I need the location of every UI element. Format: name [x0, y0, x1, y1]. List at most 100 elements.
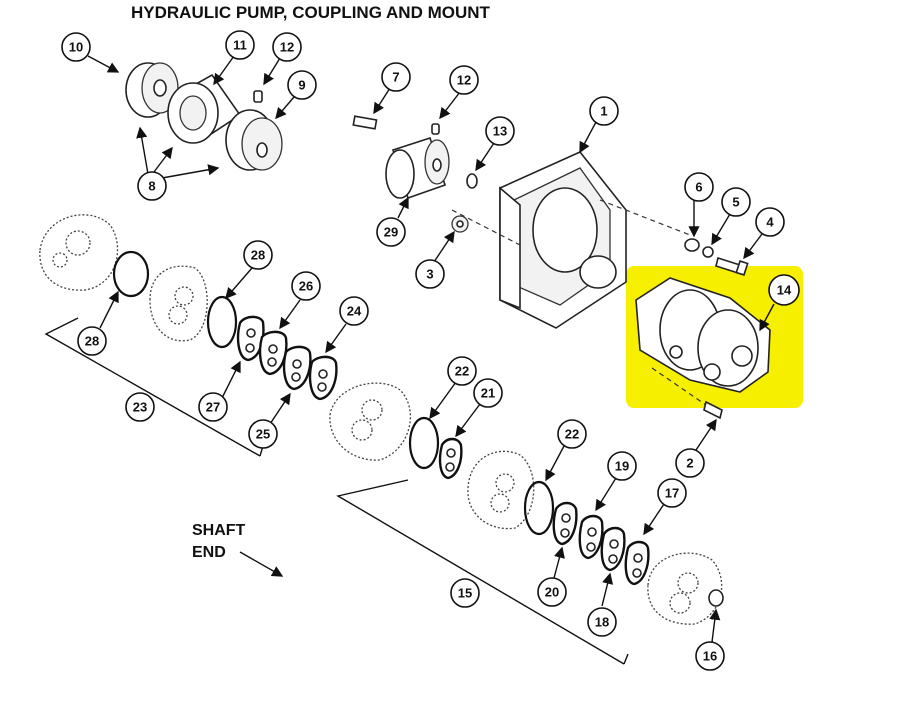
callout-20-label: 20	[545, 585, 559, 600]
callout-28a: 28	[77, 326, 107, 356]
callout-12b-label: 12	[457, 73, 471, 88]
callout-17-label: 17	[665, 486, 679, 501]
plate-21	[438, 437, 463, 480]
callout-22a: 22	[447, 356, 477, 386]
shaft-label-line2: END	[192, 544, 226, 561]
callout-19-label: 19	[615, 459, 629, 474]
pump-section-15	[329, 382, 724, 625]
callout-29: 29	[376, 217, 406, 247]
pump-section-23	[39, 214, 338, 401]
callout-26: 26	[291, 271, 321, 301]
callout-25: 25	[248, 419, 278, 449]
bolt-4	[715, 256, 749, 276]
set-screw-12a	[253, 90, 263, 103]
callout-10: 10	[61, 32, 91, 62]
insert-13	[466, 173, 478, 189]
set-screw-12b	[431, 123, 440, 135]
coupling-hub-9	[225, 109, 283, 171]
callout-5: 5	[721, 187, 751, 217]
callout-28b: 28	[243, 240, 273, 270]
callout-26-label: 26	[299, 279, 313, 294]
washer-6	[684, 238, 700, 252]
o-ring-22a	[408, 416, 440, 470]
page-title: HYDRAULIC PUMP, COUPLING AND MOUNT	[131, 3, 490, 22]
callout-16-label: 16	[703, 649, 717, 664]
callout-1-label: 1	[600, 104, 607, 119]
alignment-line-1	[451, 209, 521, 246]
o-ring-28b	[206, 295, 238, 349]
alignment-line-2	[599, 199, 691, 236]
leader-lines	[87, 55, 775, 643]
callout-9: 9	[287, 70, 317, 100]
callout-27: 27	[198, 392, 228, 422]
callout-13: 13	[485, 116, 515, 146]
callout-8: 8	[137, 171, 167, 201]
callout-7-label: 7	[392, 70, 399, 85]
callout-14-label: 14	[777, 283, 792, 298]
callout-27-label: 27	[206, 400, 220, 415]
plate-20	[552, 501, 578, 546]
callout-22a-label: 22	[455, 364, 469, 379]
callout-24-label: 24	[347, 304, 362, 319]
gasket-19	[578, 514, 604, 560]
callout-4-label: 4	[766, 215, 774, 230]
callout-15: 15	[450, 578, 480, 608]
callout-3: 3	[415, 259, 445, 289]
callout-9-label: 9	[298, 78, 305, 93]
callout-12a: 12	[272, 32, 302, 62]
callout-15-label: 15	[458, 586, 472, 601]
callout-22b: 22	[557, 419, 587, 449]
callout-8-label: 8	[148, 179, 155, 194]
callout-25-label: 25	[256, 427, 270, 442]
callout-16: 16	[695, 641, 725, 671]
callout-12a-label: 12	[280, 40, 294, 55]
shaft-end-arrow	[239, 551, 284, 577]
callout-17: 17	[657, 478, 687, 508]
callout-23: 23	[125, 392, 155, 422]
coupling-sleeve-11	[167, 73, 242, 144]
callout-28b-label: 28	[251, 248, 265, 263]
o-ring-28a	[112, 250, 150, 298]
mount-bracket-1	[499, 151, 627, 329]
bracket-15	[336, 479, 625, 665]
callout-4: 4	[755, 207, 785, 237]
gasket-17	[624, 540, 650, 586]
callout-20: 20	[537, 577, 567, 607]
washer-5	[702, 246, 714, 258]
callout-29-label: 29	[384, 225, 398, 240]
callout-11-label: 11	[233, 38, 247, 53]
callout-21: 21	[473, 378, 503, 408]
callout-6-label: 6	[695, 180, 702, 195]
seal-16	[708, 589, 724, 607]
bolt-2	[703, 400, 723, 420]
callout-2: 2	[675, 448, 705, 478]
callout-24: 24	[339, 296, 369, 326]
spider-3	[451, 215, 469, 233]
key-7	[352, 115, 378, 130]
hydraulic-pump-14	[635, 277, 771, 393]
callout-6: 6	[684, 172, 714, 202]
callout-14: 14	[768, 274, 800, 306]
callout-10-label: 10	[69, 40, 83, 55]
alignment-line-3	[651, 367, 707, 406]
callout-5-label: 5	[732, 195, 739, 210]
o-ring-22b	[523, 480, 555, 536]
callout-13-label: 13	[493, 124, 507, 139]
callout-12b: 12	[449, 65, 479, 95]
callout-3-label: 3	[426, 267, 433, 282]
callout-2-label: 2	[686, 456, 693, 471]
coupling-hub-10	[125, 62, 179, 118]
callout-18-label: 18	[595, 615, 609, 630]
callout-22b-label: 22	[565, 427, 579, 442]
callout-18: 18	[587, 607, 617, 637]
gasket-18	[600, 526, 626, 572]
shaft-label-line1: SHAFT	[192, 522, 246, 539]
bracket-23	[44, 317, 261, 457]
callout-19: 19	[607, 451, 637, 481]
callout-11: 11	[225, 30, 255, 60]
callout-23-label: 23	[133, 400, 147, 415]
callout-21-label: 21	[481, 386, 495, 401]
callout-7: 7	[381, 62, 411, 92]
